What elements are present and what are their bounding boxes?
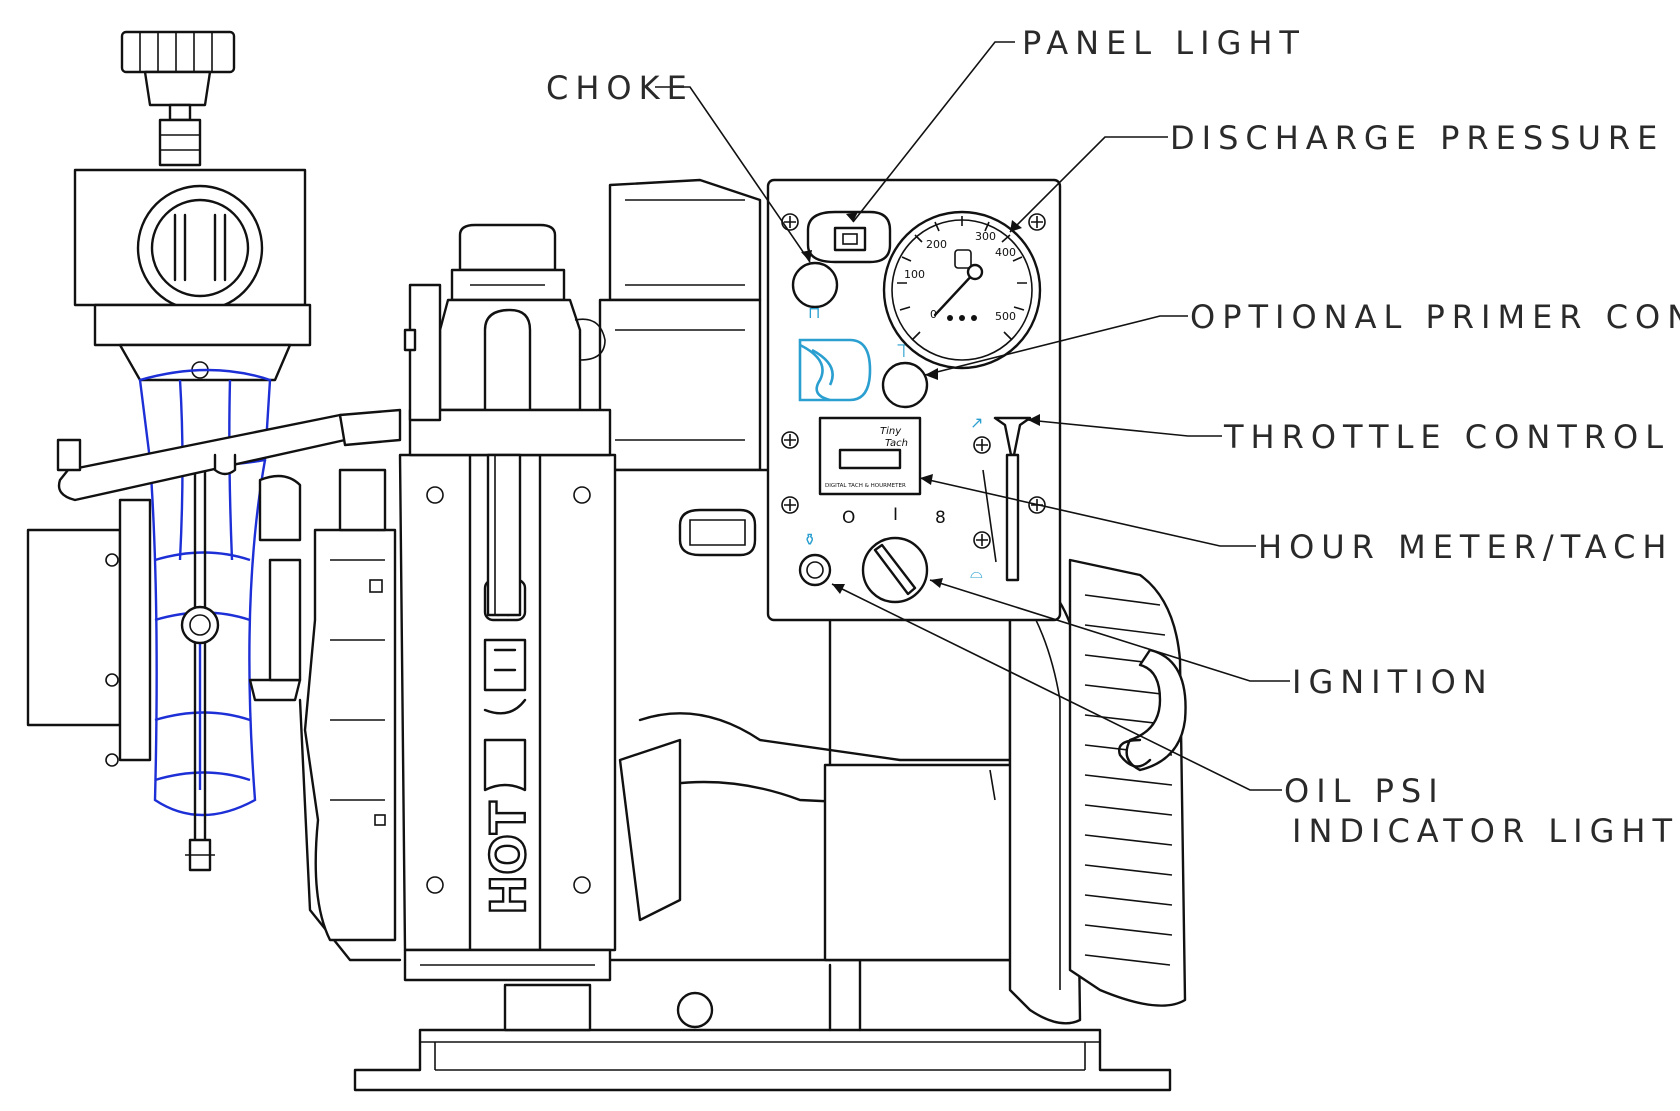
ignition-pos-off: O — [842, 508, 855, 528]
recoil-starter — [1068, 558, 1187, 1007]
hour-meter-leader — [919, 477, 1256, 547]
callout-choke: CHOKE — [546, 69, 694, 107]
panel-light-leader — [852, 41, 1015, 223]
stencil-swirl — [483, 638, 527, 792]
oil-psi-indicator-light — [798, 553, 832, 587]
callout-panel-light: PANEL LIGHT — [1022, 24, 1306, 62]
discharge-pressure-gauge: 100 200 300 400 500 0 — [882, 210, 1042, 370]
callout-discharge-pressure-gage: DISCHARGE PRESSURE GAGE — [1170, 119, 1680, 157]
callout-ignition: IGNITION — [1292, 663, 1494, 701]
callout-optional-primer-control: OPTIONAL PRIMER CONTROL — [1190, 298, 1680, 336]
pump-housing-label: HOT — [481, 801, 537, 915]
ignition-switch[interactable] — [861, 536, 929, 604]
ignition-leader — [929, 579, 1290, 682]
arrowhead — [1028, 414, 1040, 426]
callout-labels: PANEL LIGHT CHOKE DISCHARGE PRESSURE GAG… — [546, 24, 1680, 850]
oil-can-icon: ⚱ — [803, 530, 816, 549]
arrowhead — [925, 368, 938, 380]
gauge-tick-label: 100 — [904, 268, 925, 281]
arrowhead — [920, 474, 933, 485]
gauge-tick-label: 200 — [926, 238, 947, 251]
panel-light[interactable] — [806, 210, 892, 264]
choke-icon: ⊓ — [808, 303, 820, 322]
gauge-tick-label: 400 — [995, 246, 1016, 259]
throttle-leader — [1027, 419, 1222, 437]
arrowhead — [801, 250, 812, 262]
gauge-zero-label: 0 — [930, 308, 937, 321]
discharge-valve — [73, 30, 312, 382]
callout-indicator-light: INDICATOR LIGHT — [1292, 812, 1679, 850]
arrowhead — [1010, 220, 1022, 232]
arrowhead — [832, 584, 845, 594]
primer-control-knob[interactable] — [881, 361, 929, 409]
impeller-housing — [26, 368, 402, 962]
leader-lines — [655, 41, 1290, 791]
turtle-icon: ⌓ — [970, 563, 983, 582]
callout-throttle-control: THROTTLE CONTROL — [1223, 418, 1670, 456]
pump-side-parts — [303, 468, 682, 942]
arrowhead — [930, 578, 943, 588]
tach-caption: DIGITAL TACH & HOURMETER — [825, 483, 906, 489]
brand-logo-icon — [798, 338, 872, 402]
gauge-tick-label: 500 — [995, 310, 1016, 323]
arrowhead — [846, 212, 858, 222]
control-panel: ⊓ ⊤ 100 200 300 400 500 0 — [766, 178, 1062, 622]
choke-leader — [655, 86, 811, 263]
ignition-pos-on: I — [893, 505, 898, 525]
base-plate — [353, 958, 1172, 1092]
gauge-needle — [933, 263, 984, 317]
hour-meter-tach: Tiny Tach DIGITAL TACH & HOURMETER — [818, 416, 922, 496]
rabbit-icon: ↗ — [970, 413, 983, 432]
gauge-tick-label: 300 — [975, 230, 996, 243]
pressure-relief-valve — [403, 223, 612, 617]
choke-knob[interactable] — [791, 261, 839, 309]
throttle-control[interactable] — [982, 416, 1032, 582]
callout-hour-meter-tach: HOUR METER/TACH — [1258, 528, 1673, 566]
ignition-pos-start: 8 — [935, 508, 946, 528]
tach-brand-line1: Tiny — [880, 426, 902, 437]
tach-brand-line2: Tach — [885, 438, 908, 449]
callout-oil-psi: OIL PSI — [1284, 772, 1445, 810]
discharge-gauge-leader — [1009, 136, 1168, 233]
oil-psi-leader — [831, 583, 1282, 791]
primer-leader — [924, 315, 1188, 376]
